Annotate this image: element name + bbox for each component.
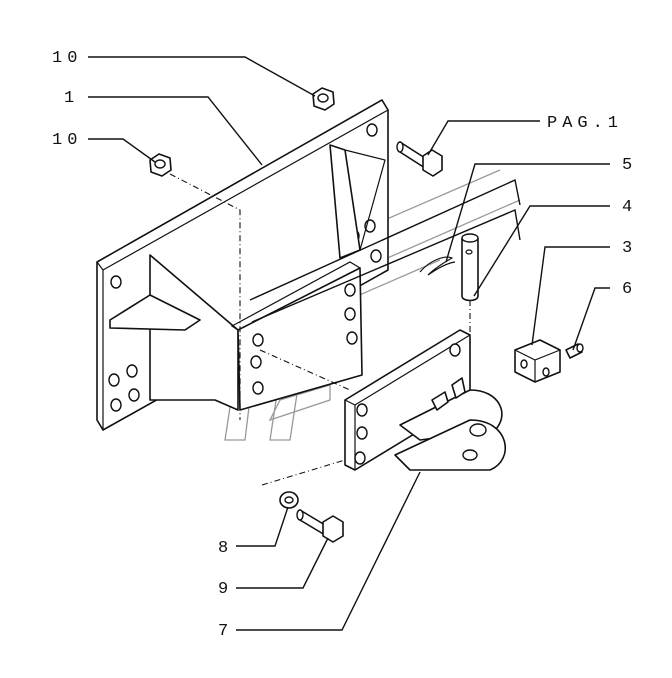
- callout-5: 5: [622, 156, 637, 175]
- part-9-bolt: [296, 509, 344, 543]
- callout-10-lower: 10: [52, 131, 82, 150]
- callout-6: 6: [622, 280, 637, 299]
- assembly-axes: [169, 173, 471, 486]
- part-1-mounting-plate: [96, 99, 389, 431]
- callout-1: 1: [64, 89, 79, 108]
- bolt-upper: [396, 141, 443, 177]
- part-3-block: [514, 339, 561, 383]
- part-10-nut-lower: [149, 153, 172, 177]
- part-10-nut-upper: [312, 87, 335, 111]
- callout-labels: 10 1 10 PAG.1 5 4 3 6 8 9 7: [52, 49, 637, 641]
- callout-7: 7: [218, 622, 233, 641]
- callout-4: 4: [622, 198, 637, 217]
- callout-3: 3: [622, 239, 637, 258]
- callout-9: 9: [218, 580, 233, 599]
- callout-10-upper: 10: [52, 49, 82, 68]
- part-4-pin: [461, 233, 479, 302]
- part-5-spring-clip: [419, 256, 456, 276]
- callout-pag-1: PAG.1: [547, 114, 623, 133]
- part-8-washer: [279, 491, 299, 509]
- callout-8: 8: [218, 539, 233, 558]
- leader-lines: [88, 56, 610, 631]
- part-7-hitch-jaw: [344, 329, 506, 471]
